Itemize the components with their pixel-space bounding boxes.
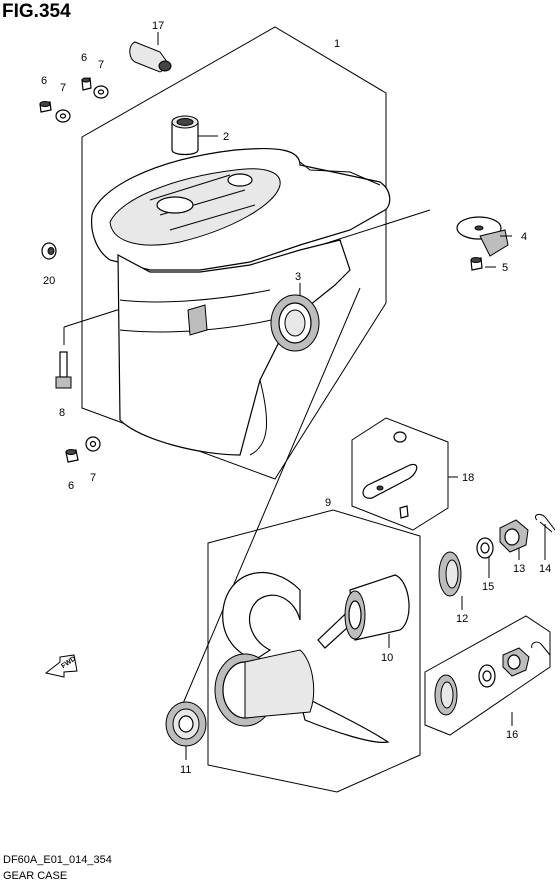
callout-5: 5 <box>502 262 508 274</box>
callout-2: 2 <box>223 131 229 143</box>
part-7-washer <box>93 85 109 99</box>
part-13-nut <box>499 519 529 553</box>
part-10-spacer <box>344 574 410 641</box>
propeller-group-outline <box>207 509 421 793</box>
callout-14: 14 <box>539 563 551 575</box>
callout-12: 12 <box>456 613 468 625</box>
callout-6-left: 6 <box>41 75 47 87</box>
part-18-anode <box>362 431 418 519</box>
part-15-washer <box>476 537 494 559</box>
part-6-bolt <box>81 77 92 91</box>
figure-title: FIG.354 <box>2 1 71 22</box>
callout-1: 1 <box>334 38 340 50</box>
callout-4: 4 <box>521 231 527 243</box>
leader-line <box>169 287 361 735</box>
part-6-bolt-bottom <box>65 449 79 463</box>
callout-17: 17 <box>152 20 164 32</box>
gear-case-group-outline <box>81 26 387 480</box>
figure-caption: GEAR CASE <box>3 870 68 882</box>
part-16-group-outline <box>424 615 551 736</box>
callout-18: 18 <box>462 472 474 484</box>
callout-15: 15 <box>482 581 494 593</box>
part-9-propeller <box>214 572 390 743</box>
part-7-washer-left <box>55 109 71 123</box>
callout-6-bottom: 6 <box>68 480 74 492</box>
forward-direction-arrow: FWD <box>44 654 78 678</box>
callout-7-left: 7 <box>60 82 66 94</box>
part-5-bolt <box>470 257 483 271</box>
callout-10: 10 <box>381 652 393 664</box>
part-12-spacer <box>438 551 462 597</box>
callout-3: 3 <box>295 271 301 283</box>
callout-16: 16 <box>506 729 518 741</box>
part-16-hardware-kit <box>434 641 551 716</box>
callout-7: 7 <box>98 59 104 71</box>
part-7-washer-bottom <box>85 436 101 452</box>
part-17-plug <box>129 41 172 73</box>
part-8-stud-bolt <box>55 351 72 389</box>
callout-9: 9 <box>325 497 331 509</box>
part-20-grommet <box>41 242 57 260</box>
callout-7-bottom: 7 <box>90 472 96 484</box>
part-3-bearing <box>270 294 320 352</box>
callout-13: 13 <box>513 563 525 575</box>
callout-20: 20 <box>43 275 55 287</box>
part-11-thrust-washer <box>165 701 207 747</box>
callout-8: 8 <box>59 407 65 419</box>
model-code: DF60A_E01_014_354 <box>3 854 112 866</box>
part-18-group-outline <box>351 417 449 531</box>
callout-11: 11 <box>180 764 191 776</box>
part-6-bolt-left <box>39 101 52 113</box>
gear-case-body <box>90 147 391 456</box>
part-14-cotter-pin <box>534 513 556 533</box>
part-2-bushing <box>171 115 199 156</box>
callout-6: 6 <box>81 52 87 64</box>
